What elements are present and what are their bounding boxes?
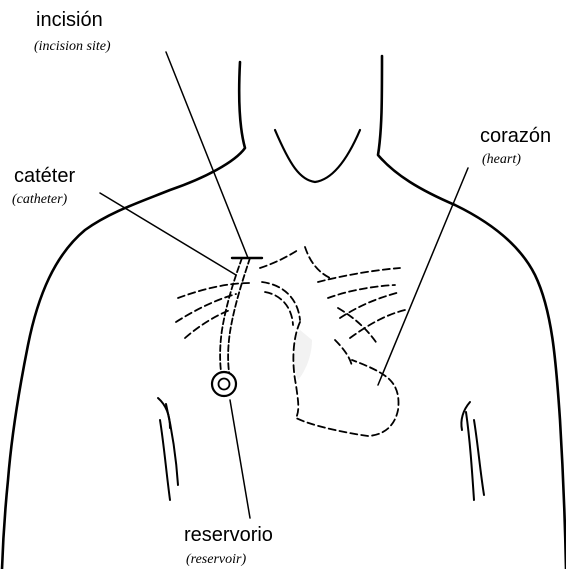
reservoir-leader — [230, 400, 250, 518]
leader-lines — [100, 52, 468, 518]
reservoir-label: reservorio — [184, 524, 273, 546]
catheter — [220, 258, 250, 378]
catheter-leader — [100, 193, 236, 275]
catheter-translation: (catheter) — [12, 192, 68, 207]
incision-label: incisión — [36, 9, 103, 31]
label-catheter: catéter (catheter) — [12, 165, 75, 207]
catheter-label: catéter — [14, 165, 75, 187]
incision-translation: (incision site) — [34, 39, 111, 54]
heart-leader — [378, 168, 468, 385]
arm-creases — [158, 398, 484, 500]
incision-leader — [166, 52, 248, 258]
heart-label: corazón — [480, 125, 551, 147]
label-incision: incisión (incision site) — [34, 9, 111, 54]
reservoir-translation: (reservoir) — [186, 552, 246, 567]
internal-anatomy — [176, 247, 405, 436]
label-heart: corazón (heart) — [480, 125, 551, 167]
heart-translation: (heart) — [482, 152, 521, 167]
label-reservoir: reservorio (reservoir) — [184, 524, 273, 567]
reservoir-port — [212, 372, 236, 396]
